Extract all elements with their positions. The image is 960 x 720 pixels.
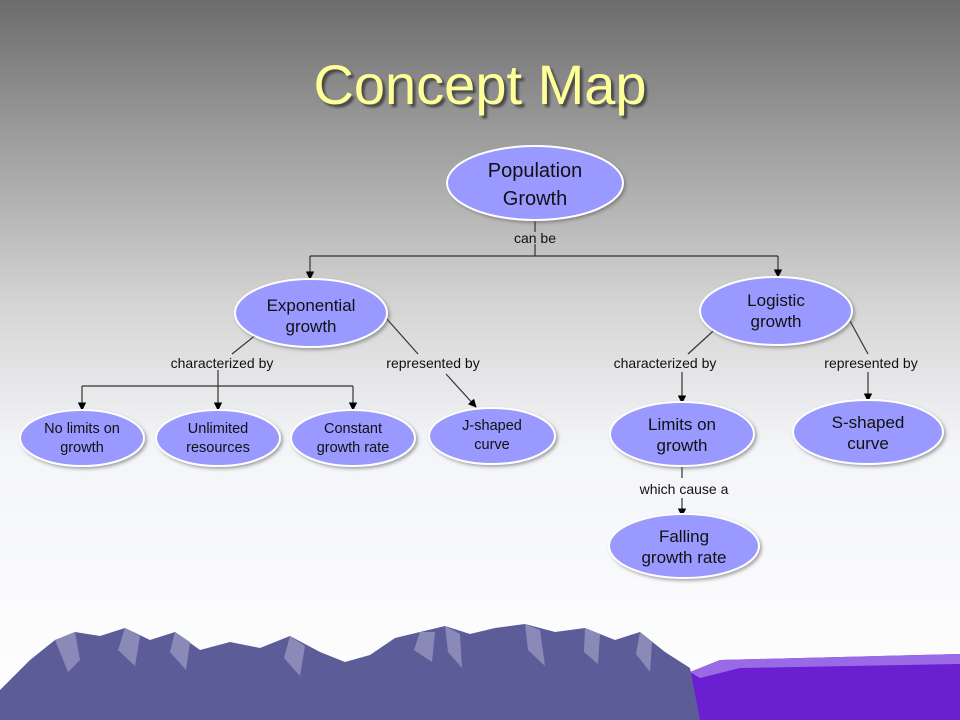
- node-s-shaped-curve: S-shaped curve: [792, 399, 944, 465]
- node-limits-on-growth: Limits on growth: [609, 401, 755, 467]
- slide-title: Concept Map: [313, 53, 647, 116]
- node-s-shaped-curve-line2: curve: [847, 434, 889, 453]
- mountain-decoration: [0, 624, 960, 720]
- node-exponential-growth-line2: growth: [285, 317, 336, 336]
- node-logistic-growth-line1: Logistic: [747, 291, 805, 310]
- link-label-log-represented: represented by: [824, 355, 917, 371]
- node-no-limits-line2: growth: [60, 440, 104, 456]
- node-falling-growth-rate: Falling growth rate: [608, 513, 760, 579]
- node-falling-growth-rate-line1: Falling: [659, 527, 709, 546]
- link-label-log-characterized: characterized by: [614, 355, 717, 371]
- node-exponential-growth: Exponential growth: [234, 278, 388, 348]
- connector-exp-right: [385, 317, 419, 355]
- purple-band: [660, 654, 960, 720]
- node-unlimited-resources: Unlimited resources: [155, 409, 281, 467]
- node-j-shaped-curve: J-shaped curve: [428, 407, 556, 465]
- node-logistic-growth-line2: growth: [750, 312, 801, 331]
- link-label-exp-characterized: characterized by: [171, 355, 274, 371]
- node-constant-growth-rate: Constant growth rate: [290, 409, 416, 467]
- arrow-to-j-curve: [445, 373, 477, 408]
- purple-band-highlight: [690, 654, 960, 678]
- node-constant-growth-rate-line2: growth rate: [317, 440, 390, 456]
- link-label-exp-represented: represented by: [386, 355, 479, 371]
- node-s-shaped-curve-line1: S-shaped: [832, 413, 905, 432]
- connectors: [77, 218, 873, 517]
- node-falling-growth-rate-line2: growth rate: [641, 548, 726, 567]
- node-population-growth: Population Growth: [446, 145, 624, 221]
- node-population-growth-line2: Growth: [503, 188, 567, 210]
- node-unlimited-resources-line2: resources: [186, 440, 250, 456]
- node-population-growth-line1: Population: [488, 160, 583, 182]
- link-label-which-cause: which cause a: [639, 481, 729, 497]
- node-exponential-growth-line1: Exponential: [267, 296, 356, 315]
- node-j-shaped-curve-line1: J-shaped: [462, 418, 522, 434]
- node-no-limits: No limits on growth: [19, 409, 145, 467]
- mountain-ridges: [55, 624, 652, 676]
- node-limits-on-growth-line1: Limits on: [648, 415, 716, 434]
- node-unlimited-resources-line1: Unlimited: [188, 421, 248, 437]
- connector-log-right: [849, 320, 869, 355]
- node-logistic-growth: Logistic growth: [699, 276, 853, 346]
- node-j-shaped-curve-line2: curve: [474, 437, 509, 453]
- node-no-limits-line1: No limits on: [44, 421, 120, 437]
- node-constant-growth-rate-line1: Constant: [324, 421, 382, 437]
- link-label-can-be: can be: [514, 230, 556, 246]
- node-limits-on-growth-line2: growth: [656, 436, 707, 455]
